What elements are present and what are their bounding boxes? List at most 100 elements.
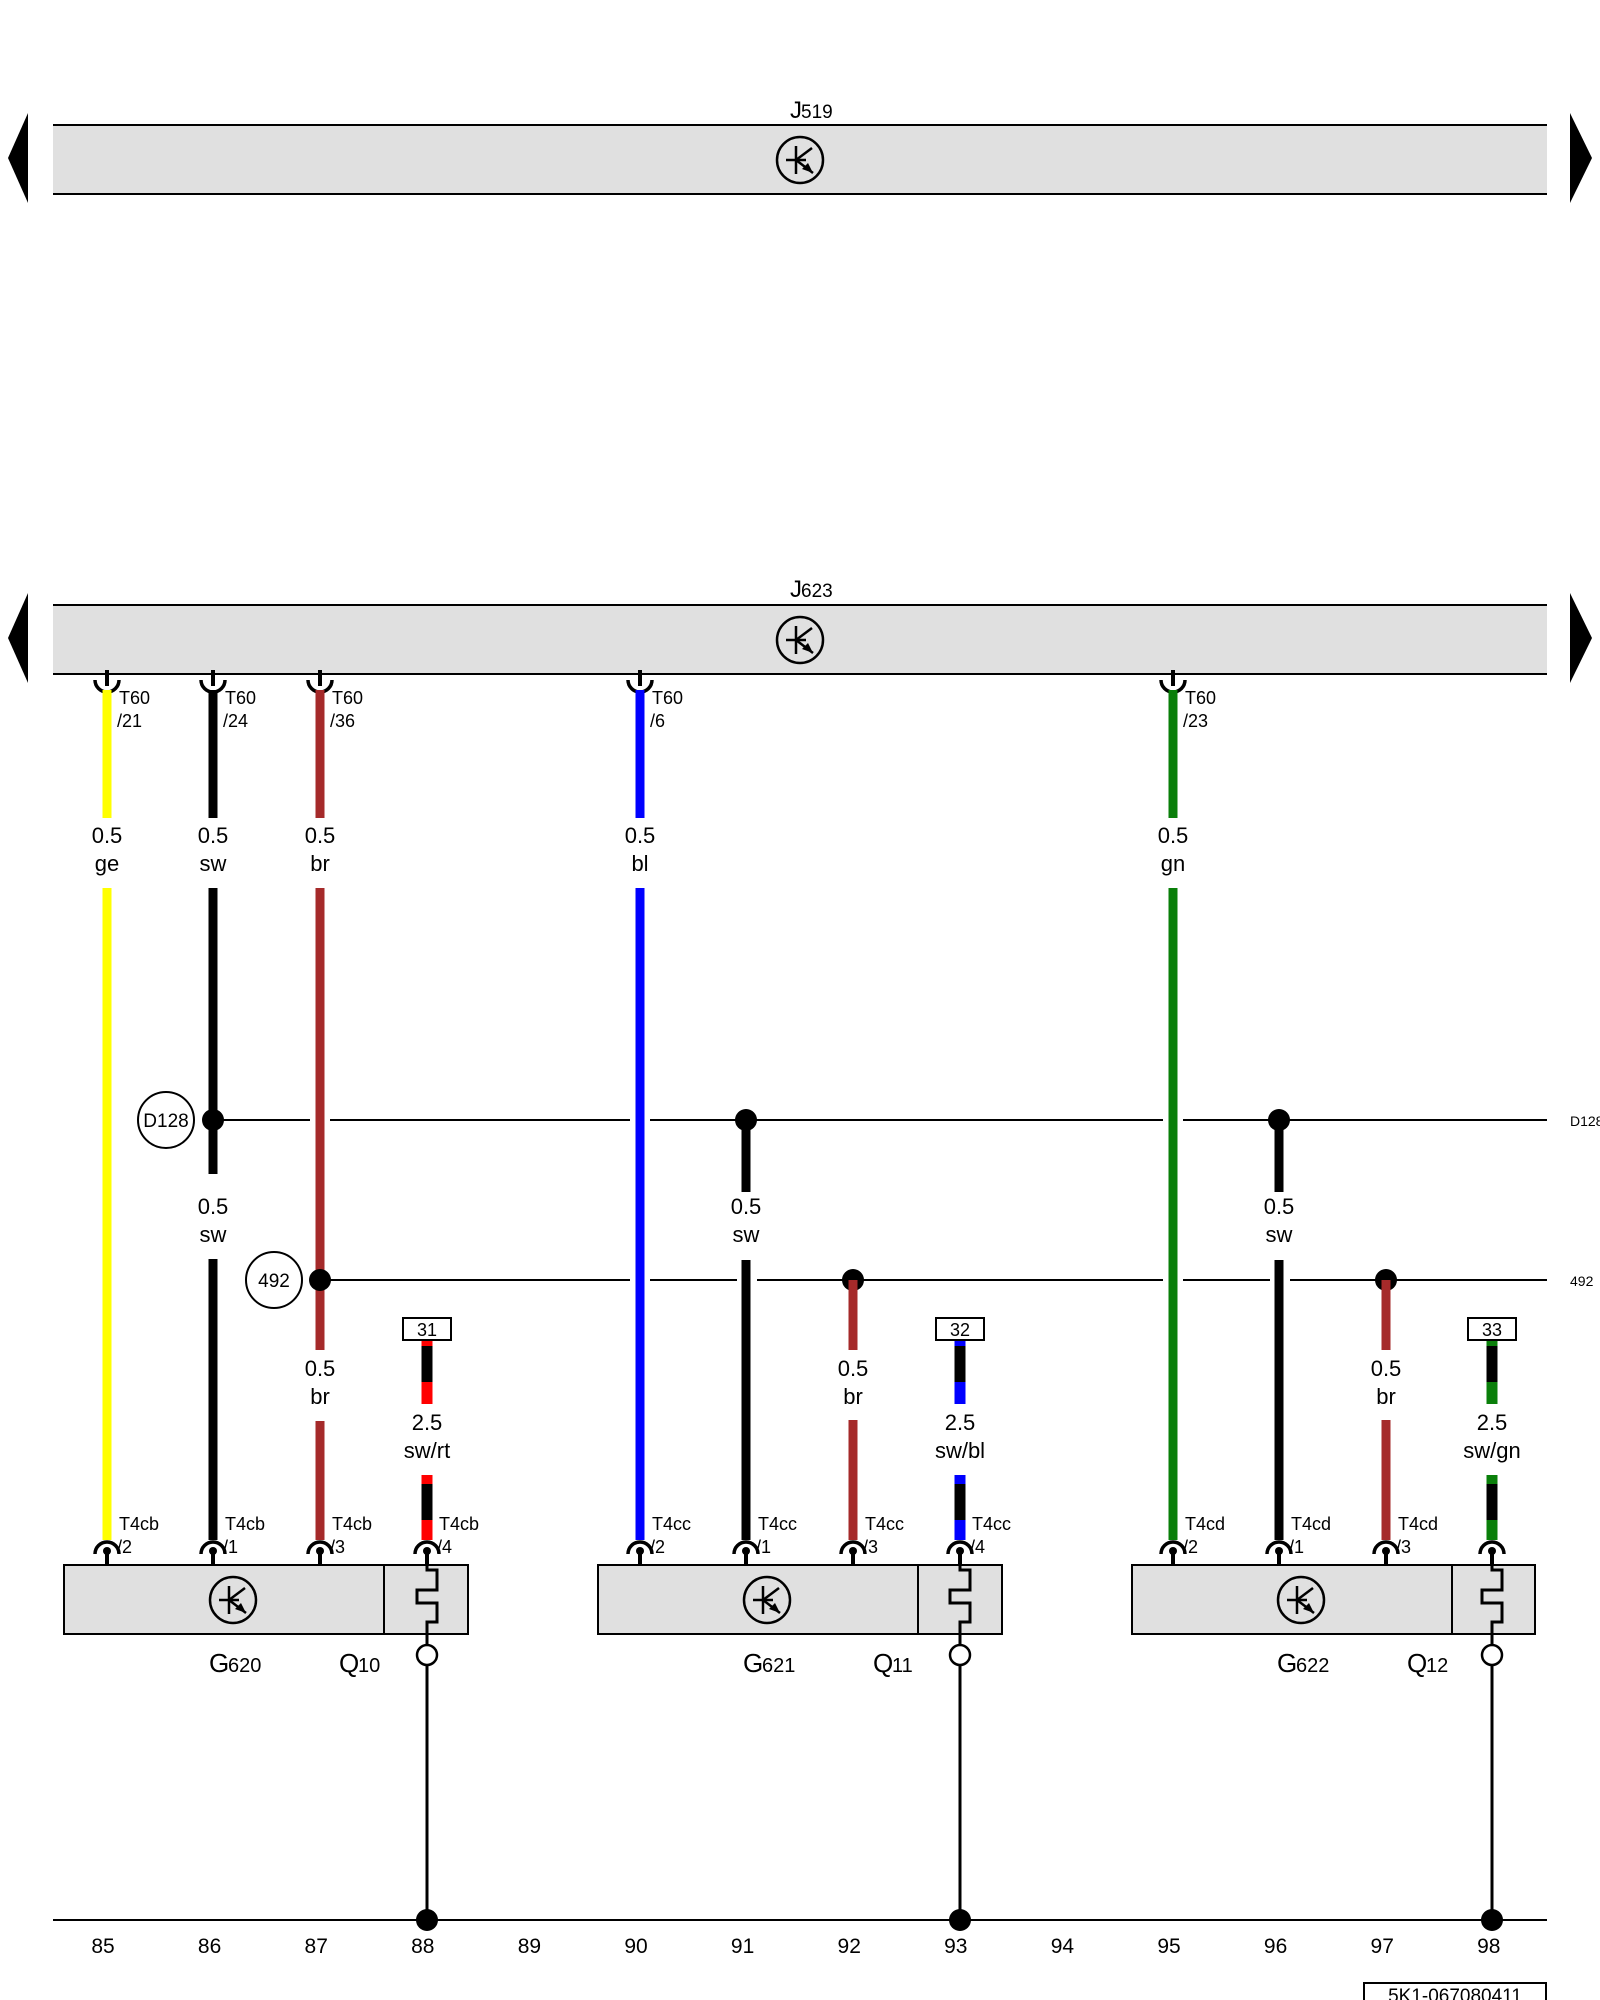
icon-circle	[208, 1575, 258, 1625]
heater-element-icon	[1480, 1565, 1504, 1645]
connector-pin-icon	[732, 1540, 760, 1564]
heater-element-icon	[415, 1565, 439, 1645]
wire-color-label: sw/rt	[404, 1438, 450, 1463]
connector-pin-label: /2	[117, 1537, 132, 1557]
pin-cup	[413, 1540, 441, 1555]
heater-label-prefix: Q	[1407, 1648, 1427, 1678]
bus-end-label: D128	[1570, 1113, 1600, 1129]
icon-arrowhead	[1303, 1603, 1314, 1613]
module-j519: J 519	[8, 97, 1592, 203]
sensor-label-number: 621	[762, 1655, 795, 1677]
connector-label: T60	[225, 688, 256, 708]
track-number: 89	[518, 1935, 541, 1958]
connector-label: T60	[119, 688, 150, 708]
wire-color-label: gn	[1161, 851, 1185, 876]
connector-pin-icon	[93, 1540, 121, 1564]
arrow-right-icon[interactable]	[1570, 113, 1592, 203]
connector-pin-label: /36	[330, 711, 355, 731]
icon-arrowhead	[802, 163, 813, 173]
wire-size-label: 0.5	[305, 823, 336, 848]
terminal-label: 32	[950, 1320, 970, 1340]
connector-label: T4cd	[1291, 1514, 1331, 1534]
bus-marker-circle	[245, 1251, 303, 1309]
wire-color-label: sw	[200, 1222, 227, 1247]
arrow-left-icon[interactable]	[8, 593, 28, 683]
connector-pin-icon	[1159, 1540, 1187, 1564]
wire-size-label: 0.5	[198, 1194, 229, 1219]
sensor-label-number: 622	[1296, 1655, 1329, 1677]
wire-size-label: 0.5	[305, 1356, 336, 1381]
pin-head	[1169, 1547, 1177, 1555]
track-number: 94	[1051, 1935, 1075, 1958]
pin-cup	[306, 1540, 334, 1555]
wire-color-label: br	[1376, 1384, 1396, 1409]
icon-stroke	[762, 1587, 780, 1601]
connector-label: T4cc	[865, 1514, 904, 1534]
wire-color-label: br	[310, 1384, 330, 1409]
pin-cup	[1159, 1540, 1187, 1555]
pin-head	[316, 1547, 324, 1555]
track-number: 93	[944, 1935, 967, 1958]
pin-head	[1275, 1547, 1283, 1555]
bus-end-label: 492	[1570, 1273, 1594, 1289]
connector-pin-label: /3	[863, 1537, 878, 1557]
sensor-label-prefix: G	[209, 1648, 229, 1678]
arrow-left-icon[interactable]	[8, 113, 28, 203]
connector-pin-icon	[626, 1540, 654, 1564]
connector-pin-icon	[1478, 1540, 1506, 1564]
connector-pin-icon	[413, 1540, 441, 1564]
supply-wire: 322.5sw/bl	[935, 1317, 985, 1540]
control-unit-icon	[742, 1575, 792, 1625]
document-id-box	[1363, 1982, 1547, 2000]
icon-stroke	[1296, 1587, 1314, 1601]
bus-marker-circle	[137, 1091, 195, 1149]
connector-label: T60	[332, 688, 363, 708]
wire-size-label: 2.5	[1477, 1410, 1508, 1435]
module-label-number: 623	[801, 581, 833, 602]
connector-pin-icon	[199, 1540, 227, 1564]
connector-pin-label: /23	[1183, 711, 1208, 731]
splice-dot	[309, 1269, 331, 1291]
icon-stroke	[795, 627, 813, 641]
arrow-right-icon[interactable]	[1570, 593, 1592, 683]
icon-circle	[775, 615, 825, 665]
connector-label: T4cd	[1185, 1514, 1225, 1534]
pin-cup	[1265, 1540, 1293, 1555]
terminal-label: 33	[1482, 1320, 1502, 1340]
terminal-box	[1467, 1317, 1517, 1341]
connector-pin-icon	[839, 1540, 867, 1564]
pin-head	[849, 1547, 857, 1555]
bus-marker-label: 492	[258, 1271, 290, 1292]
pin-cup	[839, 1540, 867, 1555]
icon-arrowhead	[769, 1603, 780, 1613]
control-unit-icon	[1276, 1575, 1326, 1625]
wire-color-label: ge	[95, 851, 119, 876]
track-number: 98	[1477, 1935, 1500, 1958]
wire-color-label: sw	[1266, 1222, 1293, 1247]
component-body	[63, 1564, 469, 1635]
wire-color-label: sw/gn	[1463, 1438, 1520, 1463]
pin-cup	[946, 1540, 974, 1555]
connector-label: T4cb	[332, 1514, 372, 1534]
connector-pin-icon	[946, 1540, 974, 1564]
pin-cup	[1372, 1540, 1400, 1555]
wire-size-label: 0.5	[1264, 1194, 1295, 1219]
connector-pin-label: /1	[223, 1537, 238, 1557]
ground-terminal-icon	[948, 1643, 972, 1667]
connector-label: T4cb	[119, 1514, 159, 1534]
document-id: 5K1-067080411	[1388, 1986, 1522, 2000]
pin-cup	[1478, 1540, 1506, 1555]
module-label-prefix: J	[790, 576, 802, 603]
terminal-box	[402, 1317, 452, 1341]
wire-color-label: bl	[631, 851, 648, 876]
control-unit-icon	[208, 1575, 258, 1625]
wire-color-label: br	[310, 851, 330, 876]
connector-pin-label: /21	[117, 711, 142, 731]
connector-label: T4cc	[972, 1514, 1011, 1534]
icon-circle	[742, 1575, 792, 1625]
track-number: 92	[838, 1935, 861, 1958]
connector-pin-label: /3	[1396, 1537, 1411, 1557]
wire-size-label: 0.5	[1158, 823, 1189, 848]
sensor-label-prefix: G	[1277, 1648, 1297, 1678]
